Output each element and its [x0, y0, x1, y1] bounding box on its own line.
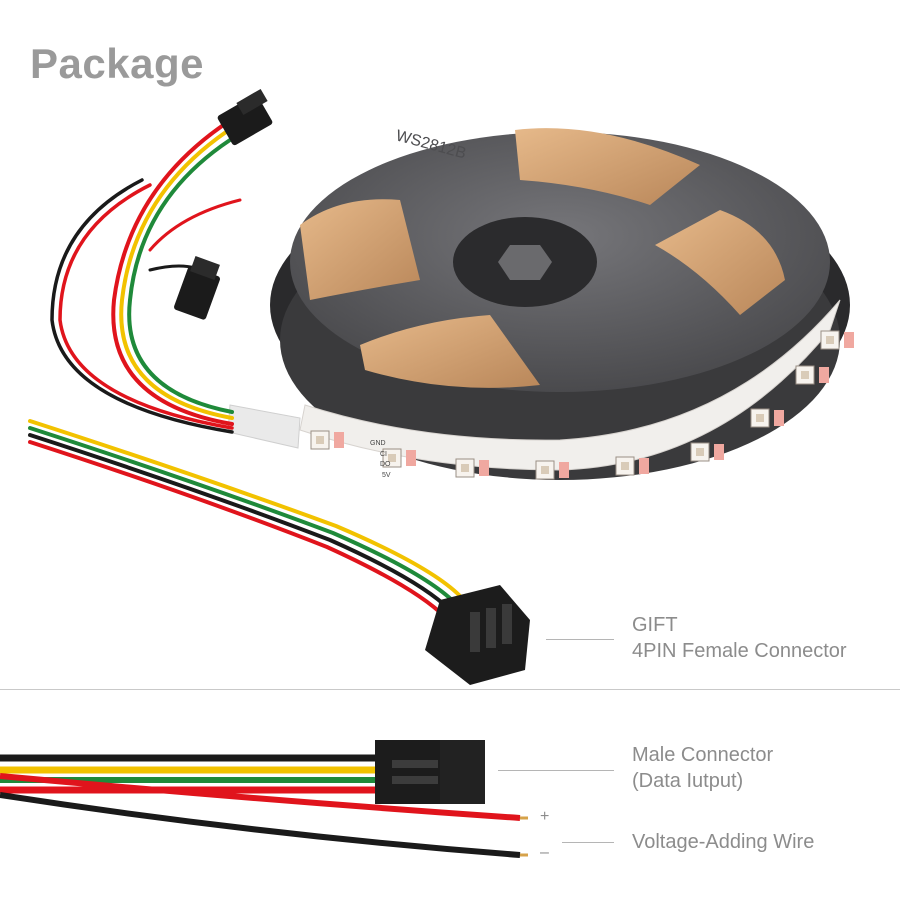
led-chip-core [801, 371, 809, 379]
solder-pad [406, 450, 416, 466]
led-reel: WS2812B GND CI DO 5V [227, 127, 854, 480]
gift-title: GIFT [632, 614, 678, 636]
reel-window-top [515, 128, 700, 205]
strip-pin-label: GND [370, 440, 386, 447]
reel-window-bottom [360, 315, 540, 388]
strip-pin-labels: GND CI DO 5V [370, 440, 391, 479]
solder-pad [334, 432, 344, 448]
solder-pad [774, 410, 784, 426]
wire-green [127, 138, 234, 414]
strip-pin-label: 5V [382, 472, 391, 479]
voltage-wire-red [0, 773, 521, 821]
top-small-connector [174, 256, 220, 320]
gift-description: 4PIN Female Connector [632, 640, 847, 662]
strip-heat-shrink [227, 404, 301, 449]
led-chip-core [826, 336, 834, 344]
bottom-male-connector [375, 740, 485, 804]
male-connector-callout: Male Connector (Data Iutput) [632, 742, 773, 794]
reel-window-left [300, 199, 420, 300]
male-connector-title: Male Connector [632, 744, 774, 766]
aux-wire-red [148, 198, 242, 252]
strip-lead-wires [50, 124, 242, 434]
section-divider [0, 689, 900, 690]
plus-sign: + [540, 808, 550, 825]
gift-wire-yellow [28, 419, 462, 598]
voltage-wire-label: Voltage-Adding Wire [632, 831, 815, 853]
led-chip-core [696, 448, 704, 456]
led-chip-core [756, 414, 764, 422]
gift-wire-black [28, 433, 452, 612]
led-chip-core [388, 454, 396, 462]
solder-pad [819, 367, 829, 383]
led-strip-ribbon [299, 299, 841, 471]
solder-pad [714, 444, 724, 460]
gift-wire-green [28, 426, 457, 605]
gift-female-connector-assembly [28, 419, 462, 619]
voltage-wire-black [0, 792, 521, 858]
strip-pin-label: CI [380, 451, 387, 458]
solder-pad [844, 332, 854, 348]
led-chip-core [316, 436, 324, 444]
gift-leader-line [546, 639, 614, 640]
led-chip-core [461, 464, 469, 472]
gift-callout: GIFT 4PIN Female Connector [632, 612, 847, 664]
power-wire-black [50, 178, 234, 434]
led-chip-core [541, 466, 549, 474]
bottom-male-connector-assembly [0, 754, 528, 858]
strip-pin-label: DO [380, 461, 391, 468]
top-male-connector [217, 88, 273, 146]
power-wire-red [58, 183, 234, 430]
reel-window-right [655, 210, 785, 315]
male-connector-description: (Data Iutput) [632, 770, 744, 792]
gift-female-connector [425, 585, 530, 685]
led-chip-core [621, 462, 629, 470]
male-connector-leader-line [498, 770, 614, 771]
solder-pad [559, 462, 569, 478]
voltage-leader-line [562, 842, 614, 843]
minus-sign: – [540, 844, 549, 861]
gift-wire-red [28, 440, 447, 619]
solder-pad [639, 458, 649, 474]
wire-yellow [119, 130, 234, 420]
solder-pad [479, 460, 489, 476]
page-title: Package [30, 40, 204, 87]
wire-red [111, 124, 234, 426]
reel-hub-key [498, 245, 552, 280]
